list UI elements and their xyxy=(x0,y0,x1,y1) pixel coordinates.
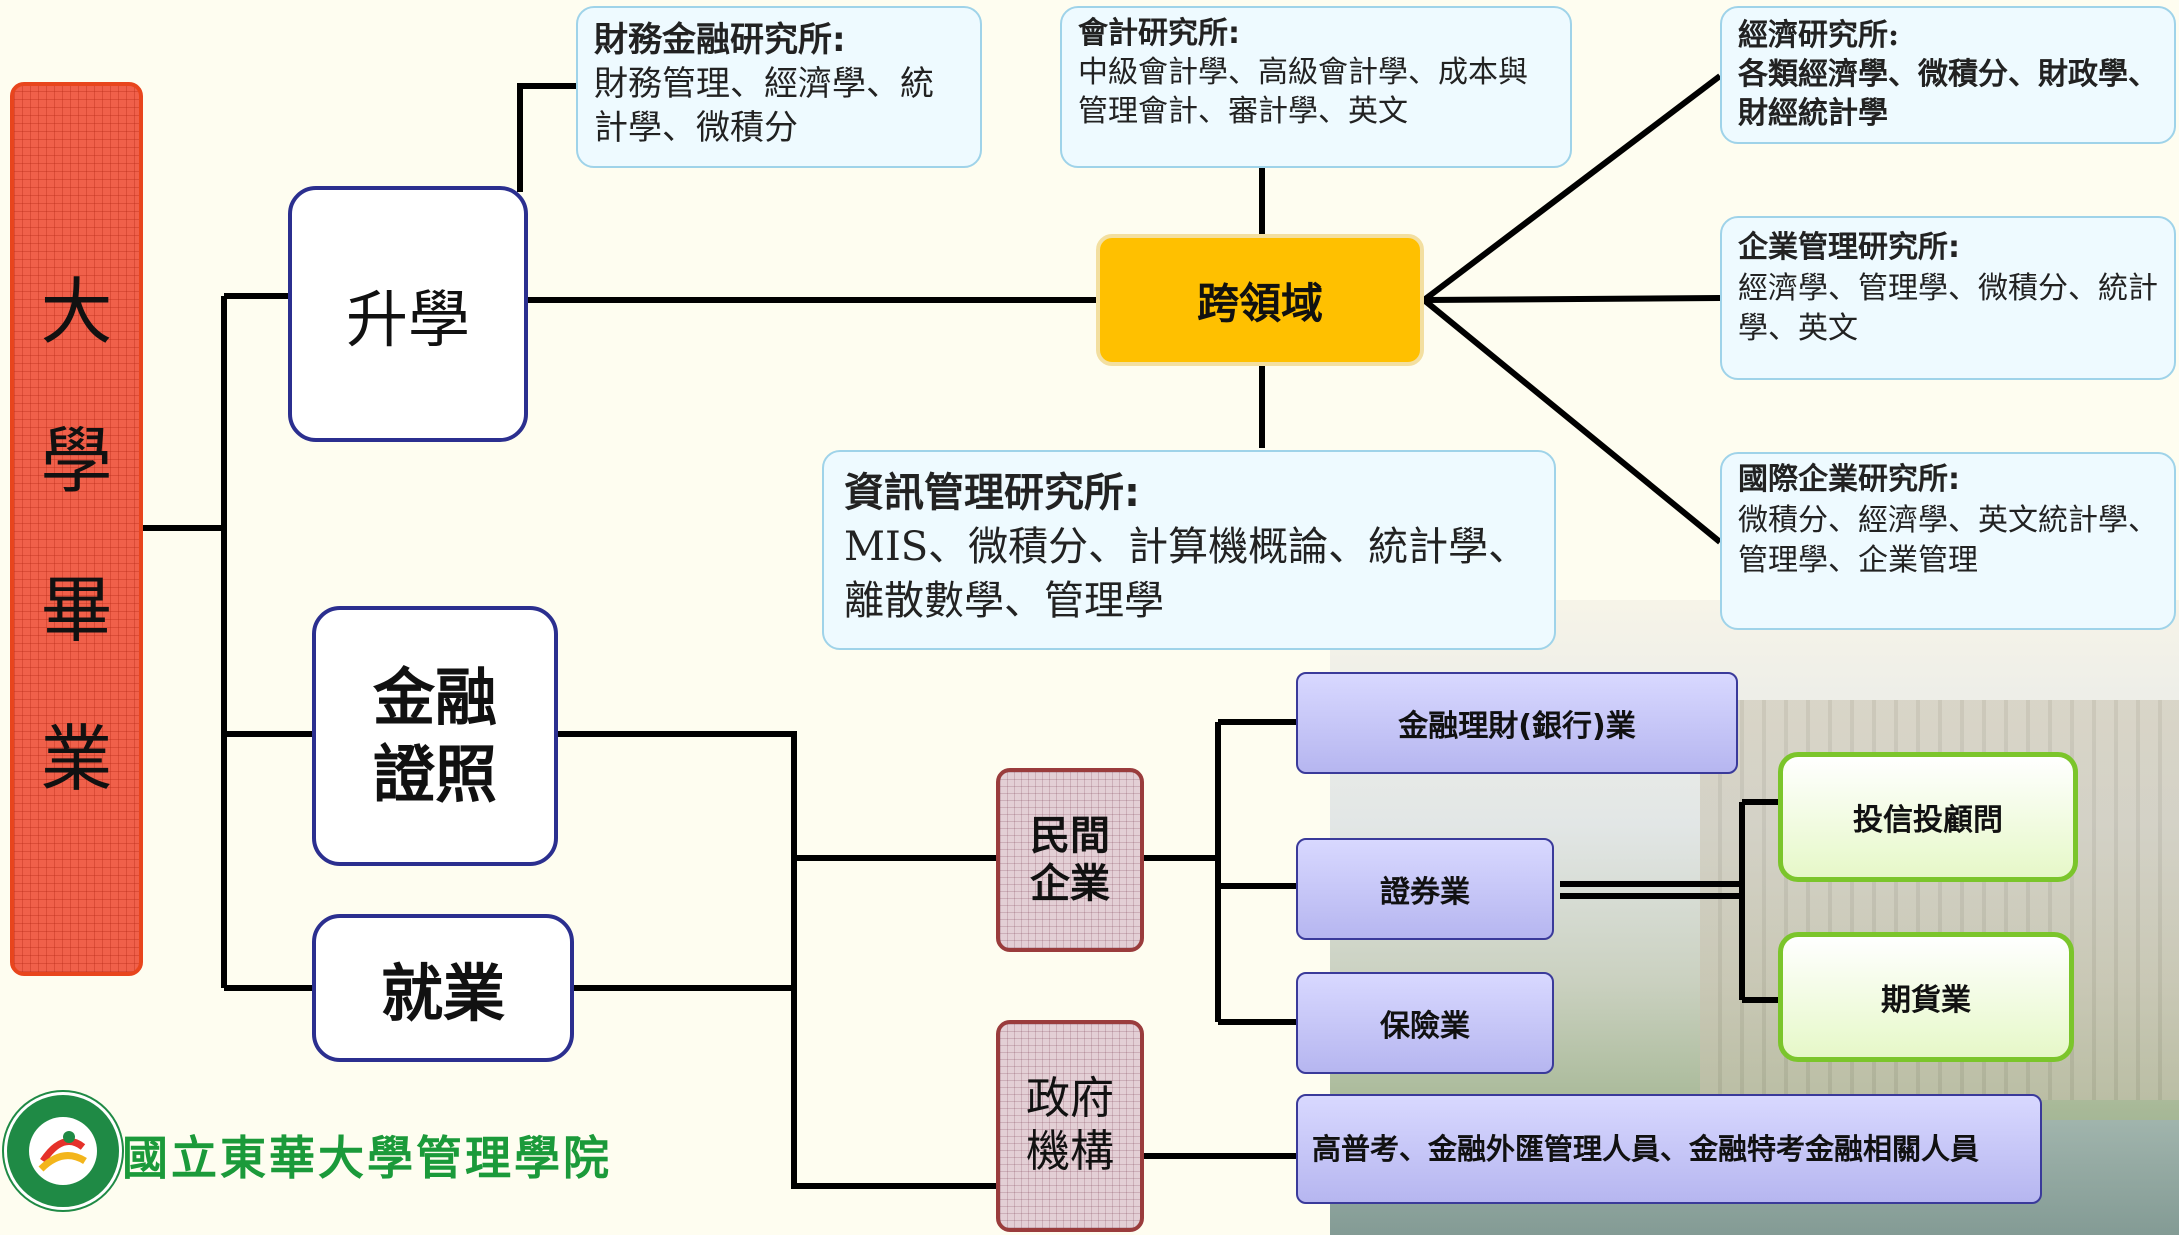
grad-body-economics: 各類經濟學、微積分、財政學、財經統計學 xyxy=(1738,57,2158,131)
grad-body-info-mgmt: MIS、微積分、計算機概論、統計學、離散數學、管理學 xyxy=(844,524,1529,624)
root-char: 大 xyxy=(40,270,113,354)
hub-label: 跨領域 xyxy=(1196,278,1323,328)
node-further-study: 升學 xyxy=(288,186,528,442)
university-seal-logo xyxy=(4,1092,122,1210)
node-insurance: 保險業 xyxy=(1296,972,1554,1074)
grad-box-accounting: 會計研究所: 中級會計學、高級會計學、成本與管理會計、審計學、英文 xyxy=(1060,6,1572,168)
connector-to-finance-grad xyxy=(517,83,576,192)
banking-label: 金融理財(銀行)業 xyxy=(1398,709,1636,744)
root-university-graduation: 大 學 畢 業 xyxy=(10,82,143,976)
grad-title-economics: 經濟研究所: xyxy=(1738,18,1900,53)
grad-body-intl-business: 微積分、經濟學、英文統計學、管理學、企業管理 xyxy=(1738,502,2158,579)
node-private-sector: 民間 企業 xyxy=(996,768,1144,952)
grad-box-finance: 財務金融研究所: 財務管理、經濟學、統計學、微積分 xyxy=(576,6,982,168)
private-sector-line: 企業 xyxy=(1030,861,1110,907)
root-char: 業 xyxy=(40,717,113,801)
connector-hub-economics xyxy=(1422,73,1722,303)
node-banking: 金融理財(銀行)業 xyxy=(1296,672,1738,774)
grad-box-economics: 經濟研究所: 各類經濟學、微積分、財政學、財經統計學 xyxy=(1720,6,2176,144)
finance-cert-line: 金融 xyxy=(372,660,497,734)
connector-hub-intl-business xyxy=(1422,297,1722,545)
grad-box-intl-business: 國際企業研究所: 微積分、經濟學、英文統計學、管理學、企業管理 xyxy=(1720,452,2176,630)
government-jobs-label: 高普考、金融外匯管理人員、金融特考金融相關人員 xyxy=(1312,1131,1980,1166)
grad-title-accounting: 會計研究所: xyxy=(1078,16,1240,51)
securities-label: 證券業 xyxy=(1380,875,1470,910)
grad-title-info-mgmt: 資訊管理研究所: xyxy=(844,470,1140,516)
further-study-label: 升學 xyxy=(345,283,470,356)
seal-emblem xyxy=(29,1117,97,1185)
insurance-label: 保險業 xyxy=(1380,1009,1470,1044)
grad-body-accounting: 中級會計學、高級會計學、成本與管理會計、審計學、英文 xyxy=(1078,55,1528,129)
school-name: 國立東華大學管理學院 xyxy=(122,1131,612,1185)
node-investment-trust: 投信投顧問 xyxy=(1778,752,2078,882)
government-sector-line: 機構 xyxy=(1026,1126,1114,1177)
government-sector-line: 政府 xyxy=(1026,1073,1114,1125)
node-interdisciplinary-hub: 跨領域 xyxy=(1096,234,1424,366)
node-employment: 就業 xyxy=(312,914,574,1062)
grad-box-business: 企業管理研究所: 經濟學、管理學、微積分、統計學、英文 xyxy=(1720,216,2176,380)
private-sector-line: 民間 xyxy=(1030,813,1110,859)
grad-title-finance: 財務金融研究所: xyxy=(594,20,846,60)
grad-box-info-mgmt: 資訊管理研究所: MIS、微積分、計算機概論、統計學、離散數學、管理學 xyxy=(822,450,1556,650)
grad-title-business: 企業管理研究所: xyxy=(1738,230,1960,265)
node-securities: 證券業 xyxy=(1296,838,1554,940)
investment-trust-label: 投信投顧問 xyxy=(1853,803,2003,838)
node-government-jobs: 高普考、金融外匯管理人員、金融特考金融相關人員 xyxy=(1296,1094,2042,1204)
node-finance-cert: 金融 證照 xyxy=(312,606,558,866)
root-char: 畢 xyxy=(40,568,113,652)
root-char: 學 xyxy=(40,419,113,503)
futures-label: 期貨業 xyxy=(1881,983,1971,1018)
connector-cert-sectors xyxy=(556,731,996,1189)
node-futures: 期貨業 xyxy=(1778,932,2074,1062)
connector-hub-business xyxy=(1423,295,1721,303)
node-government-sector: 政府 機構 xyxy=(996,1020,1144,1232)
employment-label: 就業 xyxy=(380,957,505,1030)
finance-cert-line: 證照 xyxy=(372,738,497,811)
grad-body-finance: 財務管理、經濟學、統計學、微積分 xyxy=(594,64,934,149)
grad-title-intl-business: 國際企業研究所: xyxy=(1738,462,1960,497)
grad-body-business: 經濟學、管理學、微積分、統計學、英文 xyxy=(1738,270,2158,347)
